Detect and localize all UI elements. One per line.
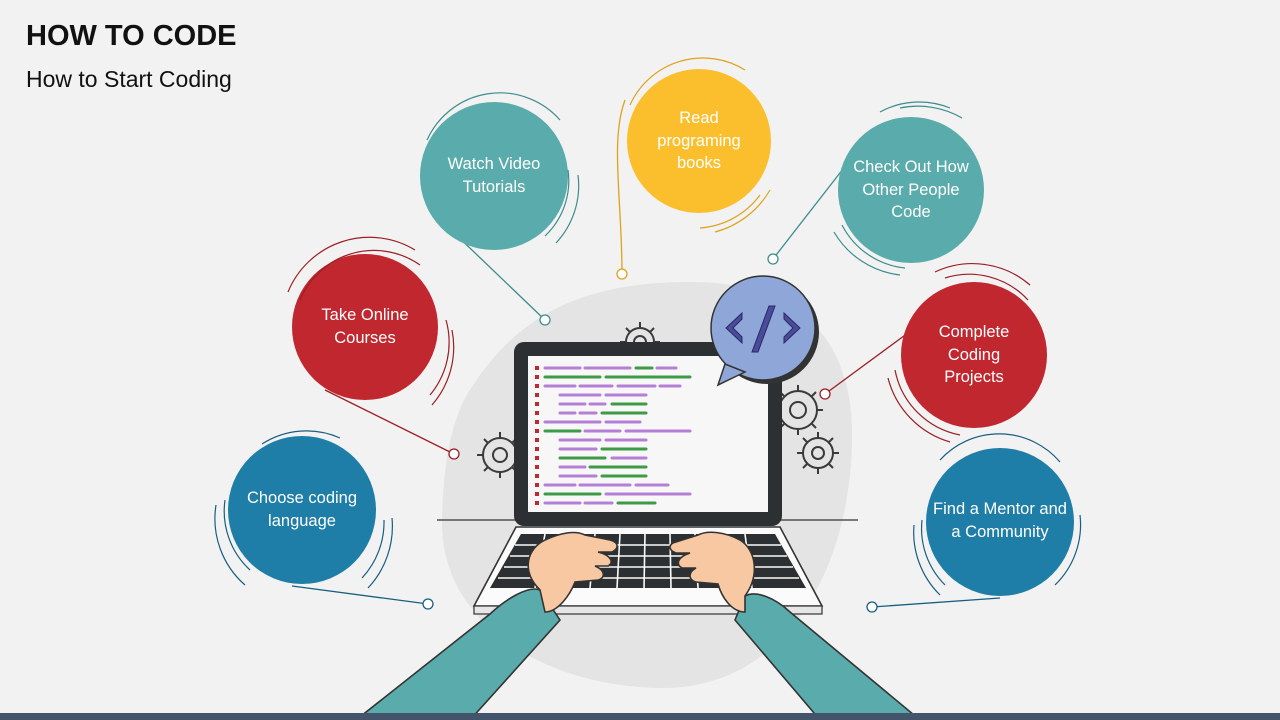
step-read-books-label: Read programing books (657, 108, 741, 173)
bubble-find-mentor (913, 433, 1082, 596)
connector-lines (291, 99, 1001, 613)
step-online-courses-label: Take Online Courses (321, 306, 409, 347)
bottom-bar (0, 713, 1280, 720)
bubble-read-books (627, 57, 771, 233)
step-watch-video-label: Watch Video Tutorials (447, 155, 541, 196)
connector-read-books (616, 99, 626, 274)
gear-icon (797, 432, 839, 474)
connector-dot-online-courses (448, 448, 460, 460)
connector-check-out (772, 159, 851, 260)
connector-dot-check-out (767, 253, 779, 265)
step-check-out-label: Check Out How Other People Code (853, 157, 969, 222)
connector-find-mentor (871, 597, 1001, 608)
bubble-online-courses (287, 236, 455, 406)
connector-online-courses (324, 389, 455, 455)
bubble-check-out (833, 101, 984, 276)
hands-icon (354, 531, 922, 720)
step-find-mentor-label: Find a Mentor and a Community (933, 500, 1067, 541)
page-title: HOW TO CODE (26, 20, 237, 52)
bubble-watch-video (420, 92, 580, 250)
bubble-complete-projects (887, 263, 1047, 443)
step-choose-language-label: Choose coding language (246, 489, 358, 530)
screen-code-lines (535, 366, 692, 505)
connector-choose-language (291, 585, 429, 605)
connector-complete-projects (824, 329, 913, 395)
step-complete-projects-label: Complete Coding Projects (938, 322, 1010, 387)
connector-dot-find-mentor (866, 601, 878, 613)
bubble-choose-language (214, 430, 393, 589)
connector-dot-complete-projects (819, 388, 831, 400)
connector-dot-choose-language (422, 598, 434, 610)
connector-dot-read-books (616, 268, 628, 280)
page-subtitle: How to Start Coding (26, 66, 232, 92)
code-bubble-icon (710, 275, 819, 387)
connector-dot-watch-video (539, 314, 551, 326)
